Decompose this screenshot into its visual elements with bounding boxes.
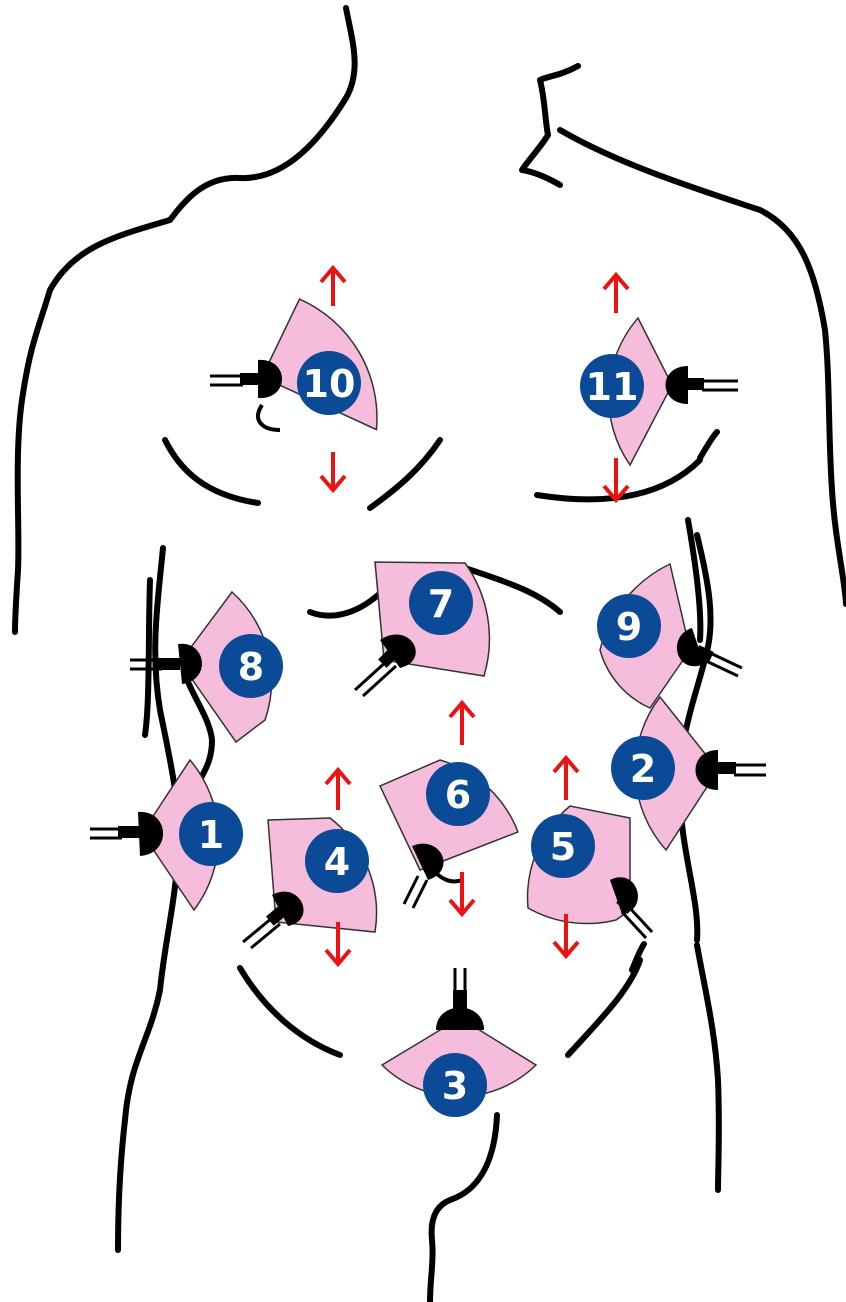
hip-right-contour — [568, 960, 640, 1055]
waist-left-inner-contour — [145, 580, 150, 735]
marker-5: 5 — [531, 814, 595, 878]
ultrasound-probe-icon — [210, 360, 282, 430]
marker-label: 4 — [324, 840, 350, 884]
marker-label: 7 — [428, 582, 454, 626]
marker-label: 1 — [198, 813, 224, 857]
shoulder-left-contour — [15, 220, 170, 632]
ultrasound-probe-icon — [243, 892, 304, 948]
ultrasound-probe-icon — [90, 812, 163, 856]
neck-left-contour — [170, 8, 355, 220]
marker-label: 6 — [445, 773, 471, 817]
ultrasound-probe-icon — [436, 968, 484, 1030]
ultrasound-probe-icon — [696, 750, 767, 790]
waist-right-lower-contour — [697, 945, 719, 1190]
ultrasound-probe-icon — [666, 366, 739, 404]
marker-label: 3 — [442, 1064, 468, 1108]
marker-6: 6 — [426, 762, 490, 826]
marker-label: 2 — [630, 747, 656, 791]
marker-3: 3 — [423, 1053, 487, 1117]
ultrasound-probe-icon — [355, 634, 416, 696]
marker-8: 8 — [219, 634, 283, 698]
position-markers: 10 11 7 9 8 2 6 1 — [179, 351, 675, 1117]
marker-4: 4 — [305, 829, 369, 893]
marker-label: 9 — [616, 605, 642, 649]
pec-center-left-contour — [370, 440, 440, 508]
hip-left-contour — [240, 968, 340, 1055]
ultrasound-probe-icon — [130, 644, 202, 684]
marker-label: 5 — [550, 825, 576, 869]
marker-label: 10 — [303, 362, 356, 406]
marker-9: 9 — [597, 594, 661, 658]
marker-10: 10 — [297, 351, 361, 415]
marker-11: 11 — [580, 354, 644, 418]
marker-label: 8 — [238, 645, 264, 689]
pec-left-contour — [165, 440, 258, 503]
pec-right-tip-contour — [700, 432, 717, 458]
marker-7: 7 — [409, 571, 473, 635]
marker-label: 11 — [586, 365, 639, 409]
marker-2: 2 — [611, 736, 675, 800]
marker-1: 1 — [179, 802, 243, 866]
groin-contour — [430, 1115, 497, 1302]
neck-right-contour — [522, 66, 578, 185]
pec-right-contour — [537, 460, 700, 499]
rib-left-contour — [310, 595, 378, 616]
